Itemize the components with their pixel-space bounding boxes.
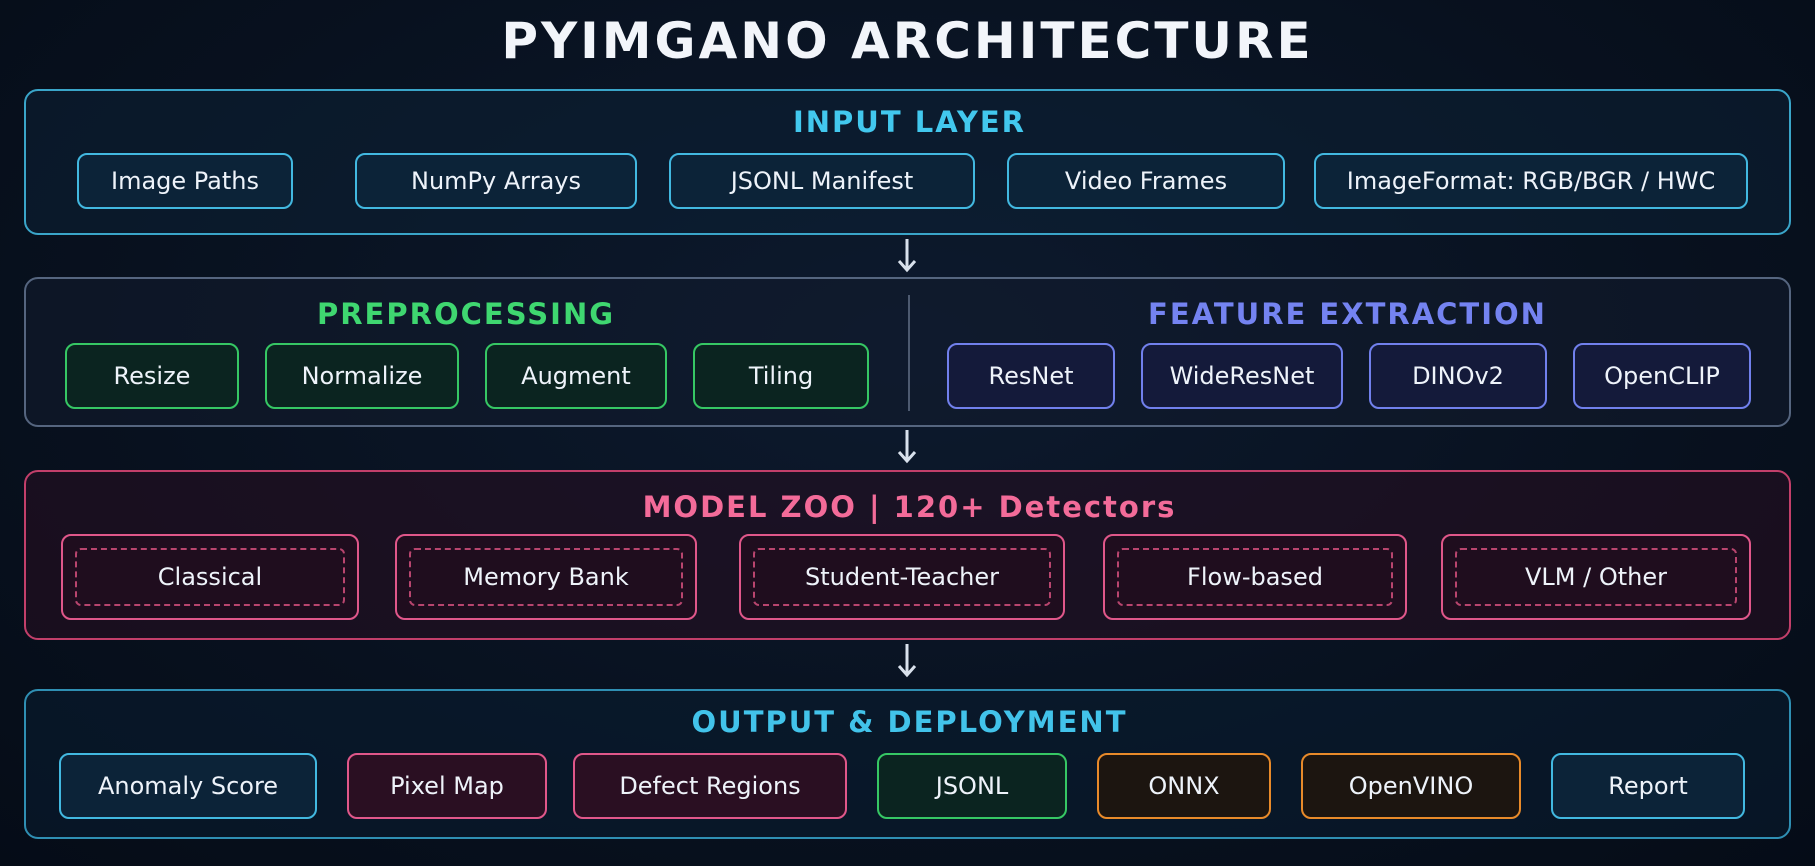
arrow-down-icon <box>897 430 917 464</box>
input-node-image-paths: Image Paths <box>77 153 293 209</box>
feature-node-openclip: OpenCLIP <box>1573 343 1751 409</box>
arrow-down-icon <box>897 239 917 273</box>
model-node-classical: Classical <box>61 534 359 620</box>
model-node-student-teacher: Student-Teacher <box>739 534 1065 620</box>
input-node-image-format: ImageFormat: RGB/BGR / HWC <box>1314 153 1748 209</box>
model-node-memory-bank: Memory Bank <box>395 534 697 620</box>
preprocessing-node-normalize: Normalize <box>265 343 459 409</box>
arrow-down-icon <box>897 644 917 678</box>
preprocessing-node-augment: Augment <box>485 343 667 409</box>
model-node-label: Memory Bank <box>463 563 629 591</box>
preprocessing-title: PREPROCESSING <box>316 297 616 331</box>
output-title: OUTPUT & DEPLOYMENT <box>691 705 1128 739</box>
output-node-anomaly-score: Anomaly Score <box>59 753 317 819</box>
output-node-defect-regions: Defect Regions <box>573 753 847 819</box>
preprocessing-node-resize: Resize <box>65 343 239 409</box>
output-node-onnx: ONNX <box>1097 753 1271 819</box>
output-node-report: Report <box>1551 753 1745 819</box>
preprocessing-node-tiling: Tiling <box>693 343 869 409</box>
diagram-title: PYIMGANO ARCHITECTURE <box>501 12 1314 70</box>
input-layer-title: INPUT LAYER <box>792 105 1027 139</box>
model-zoo-title: MODEL ZOO | 120+ Detectors <box>642 490 1177 524</box>
input-node-video-frames: Video Frames <box>1007 153 1285 209</box>
feature-node-dinov2: DINOv2 <box>1369 343 1547 409</box>
model-node-label: Classical <box>157 563 263 591</box>
input-layer: INPUT LAYER Image Paths NumPy Arrays JSO… <box>24 89 1791 235</box>
input-node-jsonl-manifest: JSONL Manifest <box>669 153 975 209</box>
model-node-label: Flow-based <box>1187 563 1323 591</box>
input-node-numpy-arrays: NumPy Arrays <box>355 153 637 209</box>
output-layer: OUTPUT & DEPLOYMENT Anomaly Score Pixel … <box>24 689 1791 839</box>
model-node-label: VLM / Other <box>1525 563 1667 591</box>
model-node-label: Student-Teacher <box>804 563 1000 591</box>
processing-layer: PREPROCESSING FEATURE EXTRACTION Resize … <box>24 277 1791 427</box>
model-zoo-layer: MODEL ZOO | 120+ Detectors Classical Mem… <box>24 470 1791 640</box>
section-divider <box>908 295 910 411</box>
output-node-pixel-map: Pixel Map <box>347 753 547 819</box>
feature-node-wideresnet: WideResNet <box>1141 343 1343 409</box>
model-node-vlm-other: VLM / Other <box>1441 534 1751 620</box>
model-node-flow-based: Flow-based <box>1103 534 1407 620</box>
feature-extraction-title: FEATURE EXTRACTION <box>1148 297 1547 331</box>
output-node-jsonl: JSONL <box>877 753 1067 819</box>
feature-node-resnet: ResNet <box>947 343 1115 409</box>
output-node-openvino: OpenVINO <box>1301 753 1521 819</box>
